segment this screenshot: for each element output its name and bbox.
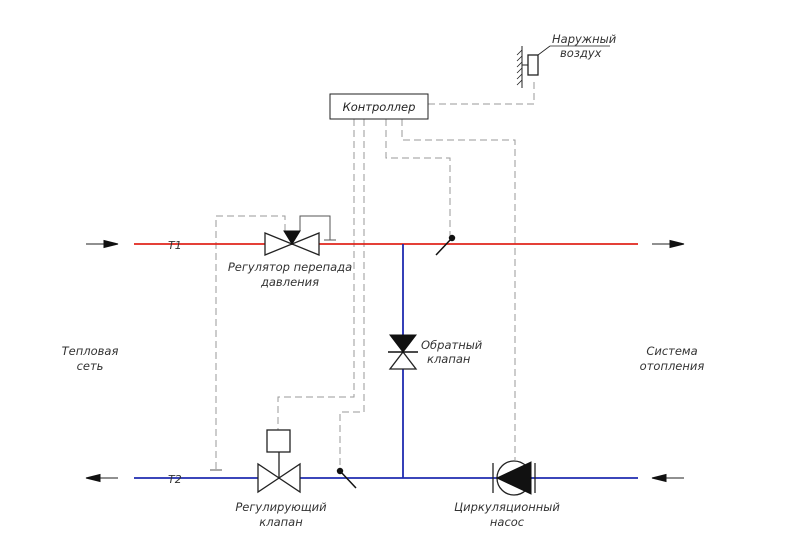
control-valve-actuator-link bbox=[277, 119, 355, 430]
outdoor-air-label-line2: воздух bbox=[560, 46, 602, 60]
dp-impulse-line-supply bbox=[299, 215, 331, 240]
valve-actuator bbox=[266, 429, 291, 453]
supply-line-tag: T1 bbox=[168, 239, 182, 252]
control-valve-label-line1: Регулирующий bbox=[235, 500, 327, 514]
control-valve bbox=[257, 429, 301, 494]
arrow-supply-in bbox=[86, 239, 119, 249]
return-sensor-link bbox=[339, 119, 365, 470]
controller-label: Контроллер bbox=[343, 100, 416, 114]
pump-label-line1: Циркуляционный bbox=[454, 500, 560, 514]
dp-regulator-label-line2: давления bbox=[260, 275, 319, 289]
dp-regulator bbox=[264, 230, 320, 256]
labels: Наружный воздух Контроллер Тепловая сеть… bbox=[62, 32, 705, 529]
heating-system-label-line1: Система bbox=[646, 344, 697, 358]
check-valve bbox=[388, 334, 418, 370]
outdoor-air-label-line1: Наружный bbox=[552, 32, 617, 46]
check-valve-label-line2: клапан bbox=[427, 352, 471, 366]
control-valve-label-line2: клапан bbox=[259, 515, 303, 529]
heating-system-label-line2: отопления bbox=[640, 359, 705, 373]
return-line-tag: T2 bbox=[168, 473, 182, 486]
heat-network-label-line2: сеть bbox=[77, 359, 104, 373]
outdoor-temperature-sensor bbox=[516, 45, 610, 88]
dp-regulator-label-line1: Регулятор перепада bbox=[228, 260, 352, 274]
arrow-supply-out bbox=[652, 239, 685, 249]
arrow-return-out bbox=[85, 473, 118, 483]
pump-label-line2: насос bbox=[490, 515, 525, 529]
check-valve-label-line1: Обратный bbox=[421, 338, 483, 352]
arrow-return-in bbox=[651, 473, 684, 483]
supply-sensor-link bbox=[385, 119, 451, 236]
dp-impulse-line-return bbox=[215, 215, 286, 470]
return-temperature-sensor bbox=[336, 467, 357, 489]
circulation-pump bbox=[492, 460, 536, 496]
pump-control-link bbox=[401, 119, 516, 460]
supply-temperature-sensor bbox=[435, 234, 456, 256]
heat-network-label-line1: Тепловая bbox=[62, 344, 119, 358]
controller-box bbox=[329, 93, 429, 120]
flow-arrows bbox=[85, 239, 685, 483]
outdoor-sensor-link bbox=[428, 78, 535, 105]
control-lines bbox=[215, 78, 535, 470]
